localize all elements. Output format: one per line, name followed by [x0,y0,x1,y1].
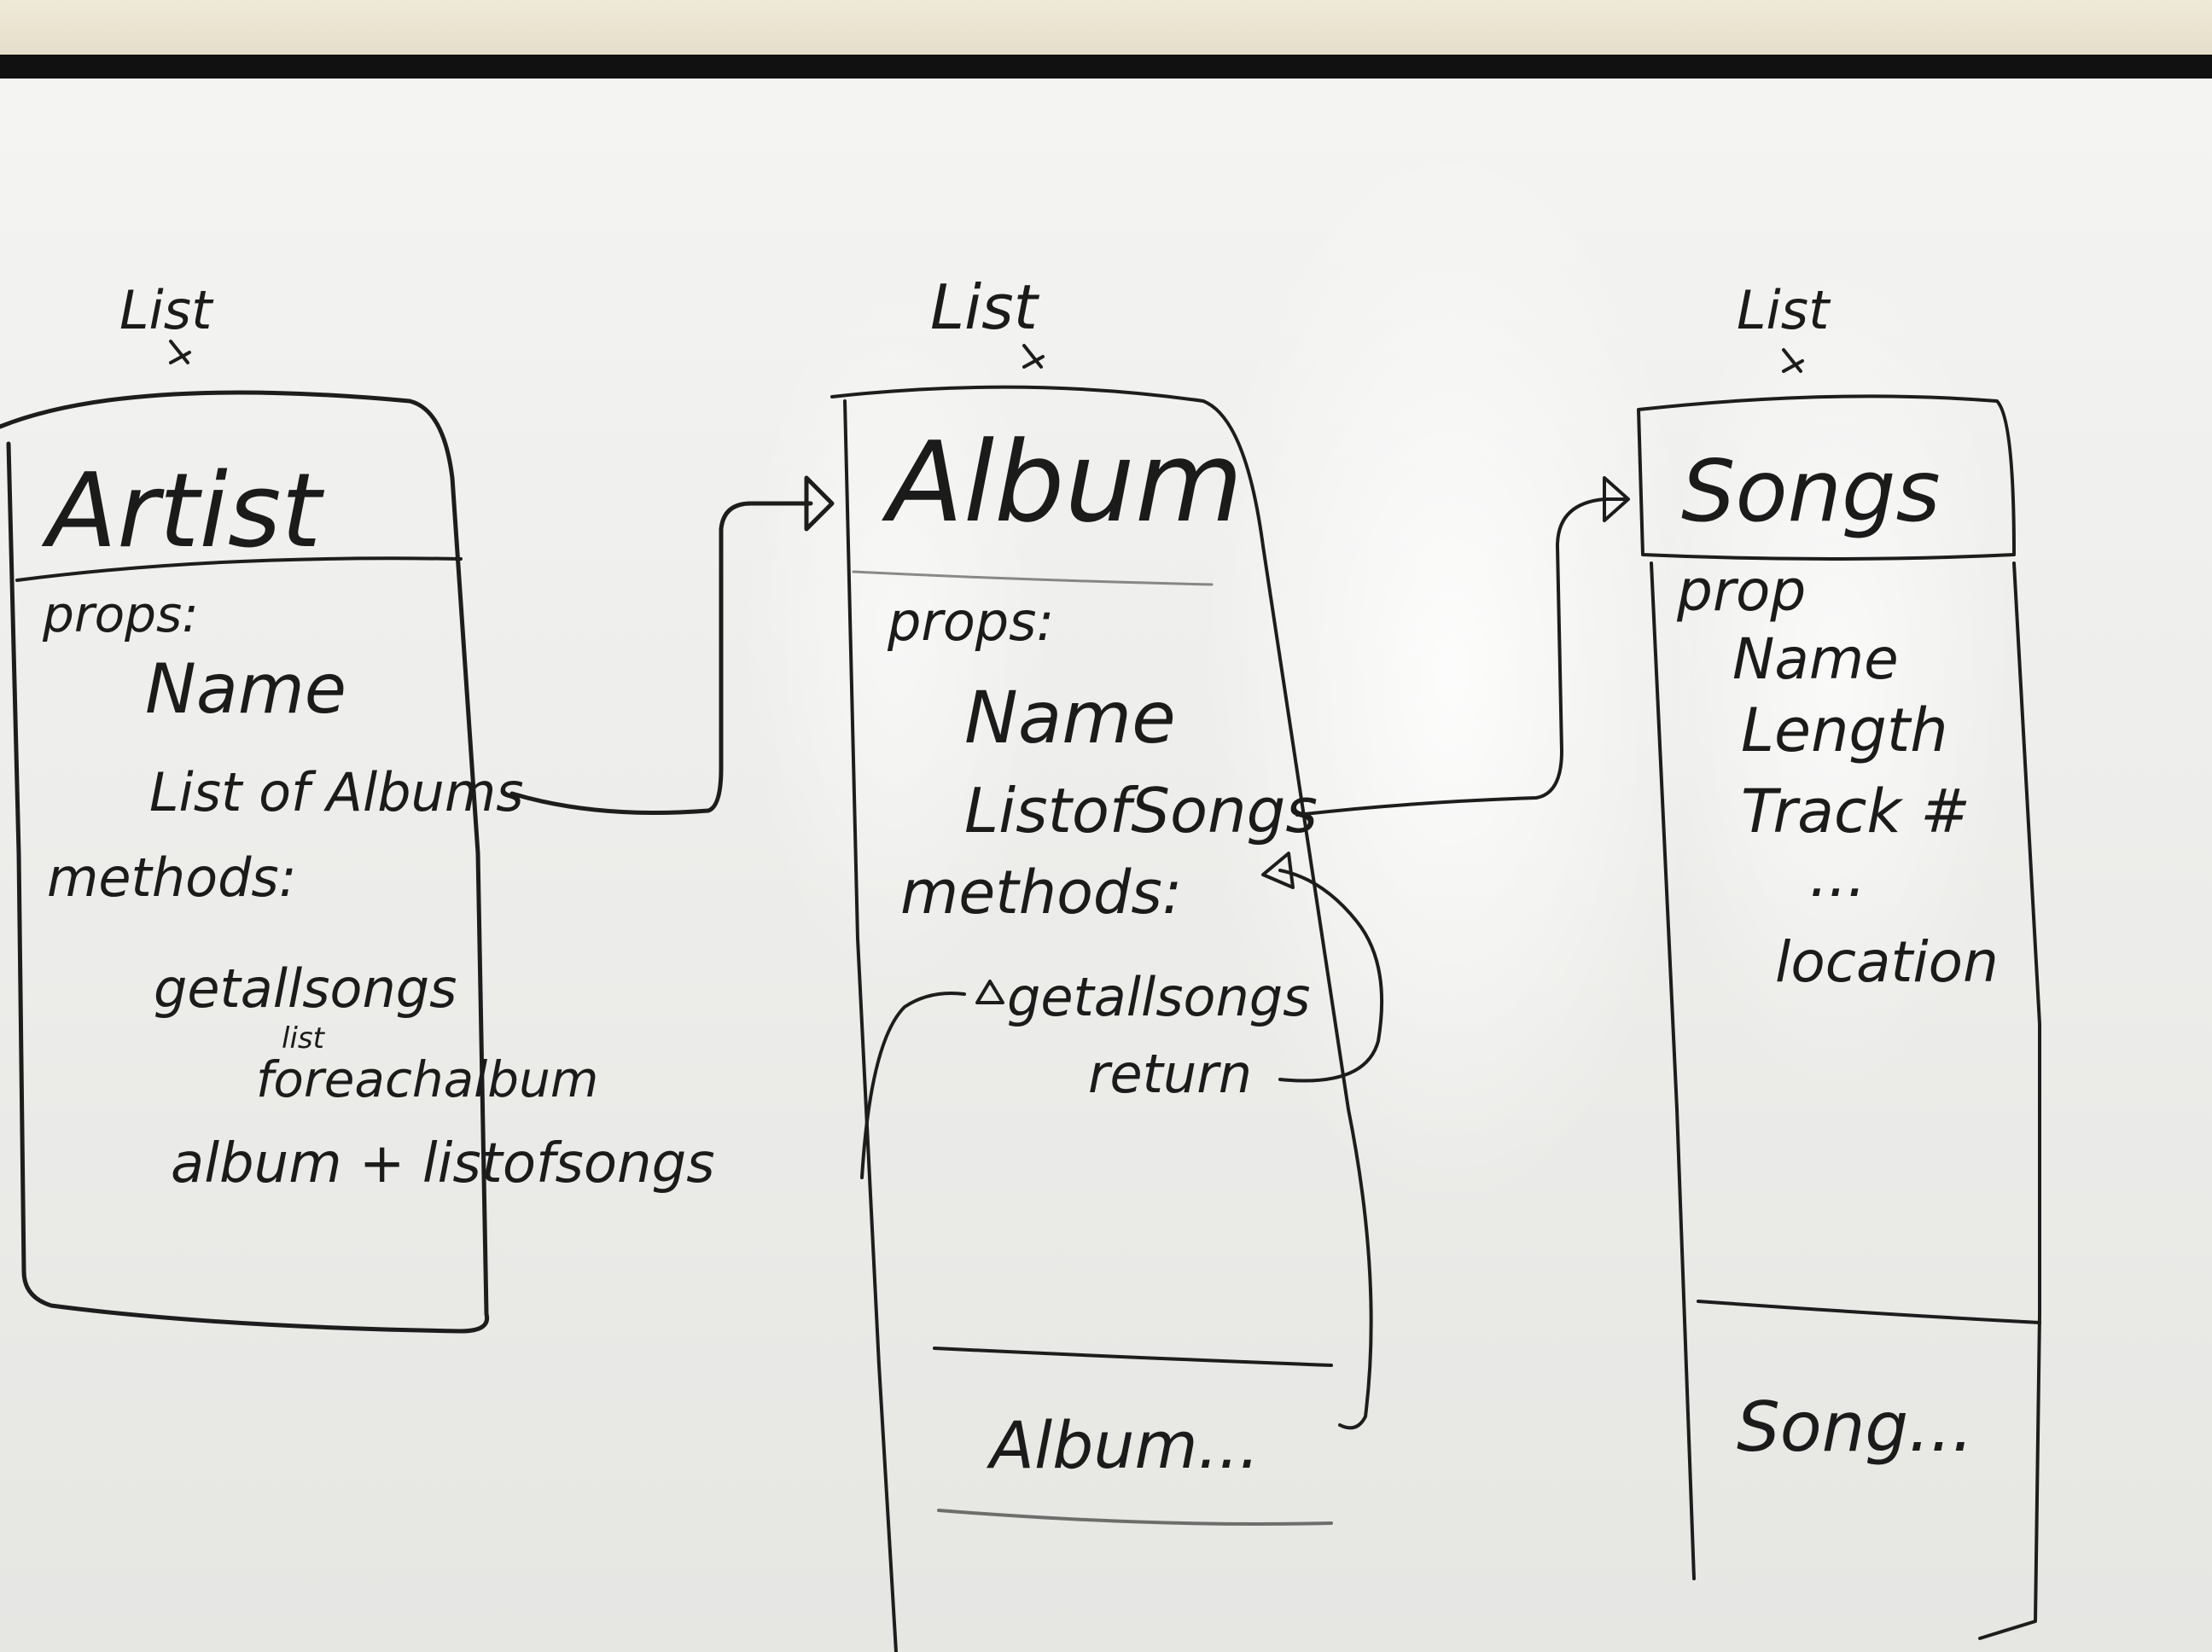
artist-call-connector [860,992,966,1179]
album-list-label: List [930,271,1040,343]
song-list-label: List [1737,279,1831,341]
artist-box-outline [0,390,490,1334]
artist-title-divider [15,556,463,582]
artist-list-label: List [119,279,214,341]
artist-method-getallsongs: getallsongs [154,957,457,1020]
song-prop-track: Track # [1741,777,1970,846]
album-list-arrow [1022,344,1045,369]
song-props-label: prop [1676,558,1806,624]
album-prop-name: Name [964,676,1176,759]
album-next-divider [933,1347,1333,1367]
artist-prop-albums: List of Albums [149,761,524,823]
album-class-box: List Album props: Name ListofSongs metho… [830,271,1373,1652]
song-title: Songs [1681,441,1941,541]
album-props-label: props: [887,590,1054,653]
artist-title: Artist [41,452,324,571]
album-box-outline [830,385,1373,1430]
album-method-getallsongs: getallsongs [1007,966,1310,1028]
album-next-bottom [937,1509,1333,1526]
song-box-left-edge [1650,561,1696,1580]
album-box-left-edge [843,399,898,1652]
artist-note-album-songs: album + listofsongs [171,1132,715,1195]
return-loop-connector [1278,869,1384,1083]
song-class-box: List Songs prop Name Length Track # ... … [1637,279,2041,1640]
album-title-divider [852,570,1214,586]
artist-props-label: props: [42,585,199,643]
album-method-return: return [1088,1043,1252,1105]
artist-to-album-arrowhead [804,475,835,532]
album-method-arrowhead [975,980,1004,1004]
album-methods-label: methods: [900,858,1182,928]
artist-to-album-connector [509,501,813,815]
whiteboard [0,55,2212,1652]
song-prop-name: Name [1732,626,1899,692]
song-box-outline [1637,394,2016,561]
artist-note-list: list [282,1021,326,1056]
song-box-right-edge [1978,561,2041,1640]
artist-methods-label: methods: [47,846,297,909]
artist-prop-name: Name [145,649,346,729]
artist-class-box: List Artist props: Name List of Albums m… [0,279,715,1334]
song-prop-length: Length [1741,695,1948,765]
song-prop-ellipsis: ... [1809,841,1866,910]
song-next-item: Song... [1737,1387,1974,1467]
song-prop-location: location [1775,929,1999,995]
song-next-divider [1697,1300,2041,1324]
return-loop-arrowhead [1261,852,1295,889]
song-list-arrow [1782,348,1804,373]
album-to-song-arrowhead [1603,476,1630,522]
album-to-song-connector [1295,497,1627,817]
album-prop-songs: ListofSongs [964,775,1318,846]
album-title: Album [882,417,1243,547]
artist-list-arrow [169,340,191,364]
artist-note-foreach: foreachalbum [256,1050,598,1108]
album-next-item: Album... [986,1407,1260,1483]
